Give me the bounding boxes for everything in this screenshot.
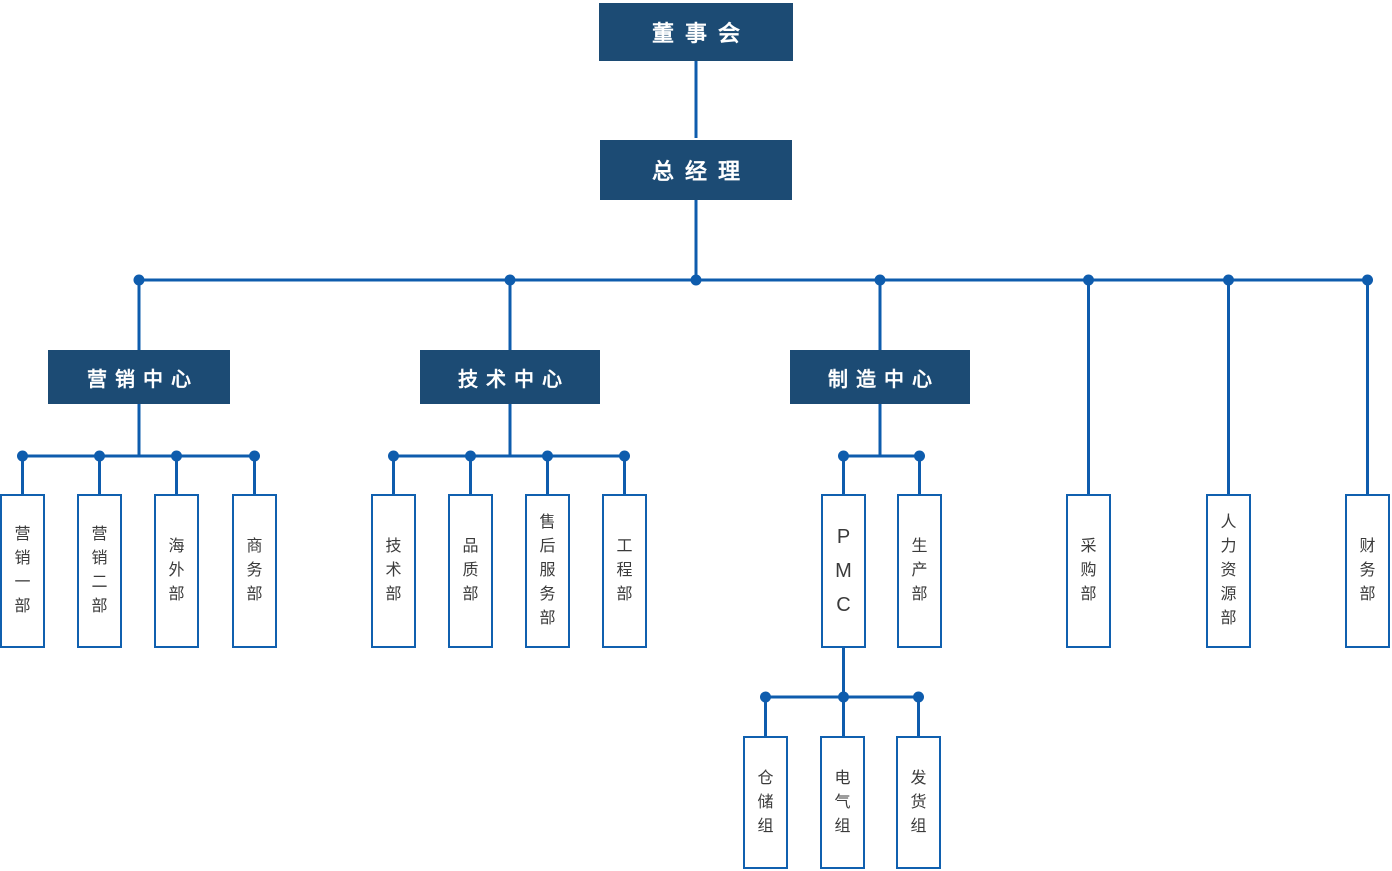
node-commerce-dept: 商务部: [232, 494, 277, 648]
node-marketing-dept-2: 营销二部: [77, 494, 122, 648]
node-tech-dept-label: 技术部: [385, 538, 402, 603]
node-purchasing-dept-label: 采购部: [1080, 538, 1097, 603]
node-warehouse-group: 仓储组: [743, 736, 788, 869]
node-purchasing-dept: 采购部: [1066, 494, 1111, 648]
node-hr-dept: 人力资源部: [1206, 494, 1251, 648]
node-mfg-center-label: 制造中心: [828, 368, 940, 391]
node-marketing-dept-1-label: 营销一部: [14, 526, 31, 615]
node-production-dept-label: 生产部: [911, 538, 928, 603]
node-production-dept: 生产部: [897, 494, 942, 648]
node-finance-dept: 财务部: [1345, 494, 1390, 648]
node-quality-dept: 品质部: [448, 494, 493, 648]
node-general-manager: 总经理: [600, 140, 792, 200]
node-marketing-dept-2-label: 营销二部: [91, 526, 108, 615]
node-electrical-group: 电气组: [820, 736, 865, 869]
node-pmc-label: PMC: [835, 526, 852, 616]
node-shipping-group-label: 发货组: [910, 769, 927, 835]
node-shipping-group: 发货组: [896, 736, 941, 869]
node-marketing-center-label: 营销中心: [87, 368, 199, 391]
node-board: 董事会: [599, 3, 793, 61]
node-overseas-dept: 海外部: [154, 494, 199, 648]
node-electrical-group-label: 电气组: [834, 769, 851, 835]
node-warehouse-group-label: 仓储组: [757, 769, 774, 835]
node-marketing-center: 营销中心: [48, 350, 230, 404]
node-after-sales-dept-label: 售后服务部: [539, 514, 556, 627]
node-commerce-dept-label: 商务部: [246, 538, 263, 603]
node-quality-dept-label: 品质部: [462, 538, 479, 603]
node-engineering-dept-label: 工程部: [616, 538, 633, 603]
node-overseas-dept-label: 海外部: [168, 538, 185, 603]
node-marketing-dept-1: 营销一部: [0, 494, 45, 648]
node-pmc: PMC: [821, 494, 866, 648]
node-after-sales-dept: 售后服务部: [525, 494, 570, 648]
node-finance-dept-label: 财务部: [1359, 538, 1376, 603]
node-board-label: 董事会: [651, 21, 751, 46]
node-tech-center: 技术中心: [420, 350, 600, 404]
node-tech-center-label: 技术中心: [458, 368, 570, 391]
node-general-manager-label: 总经理: [651, 159, 751, 184]
node-engineering-dept: 工程部: [602, 494, 647, 648]
node-mfg-center: 制造中心: [790, 350, 970, 404]
node-hr-dept-label: 人力资源部: [1220, 514, 1237, 627]
node-tech-dept: 技术部: [371, 494, 416, 648]
